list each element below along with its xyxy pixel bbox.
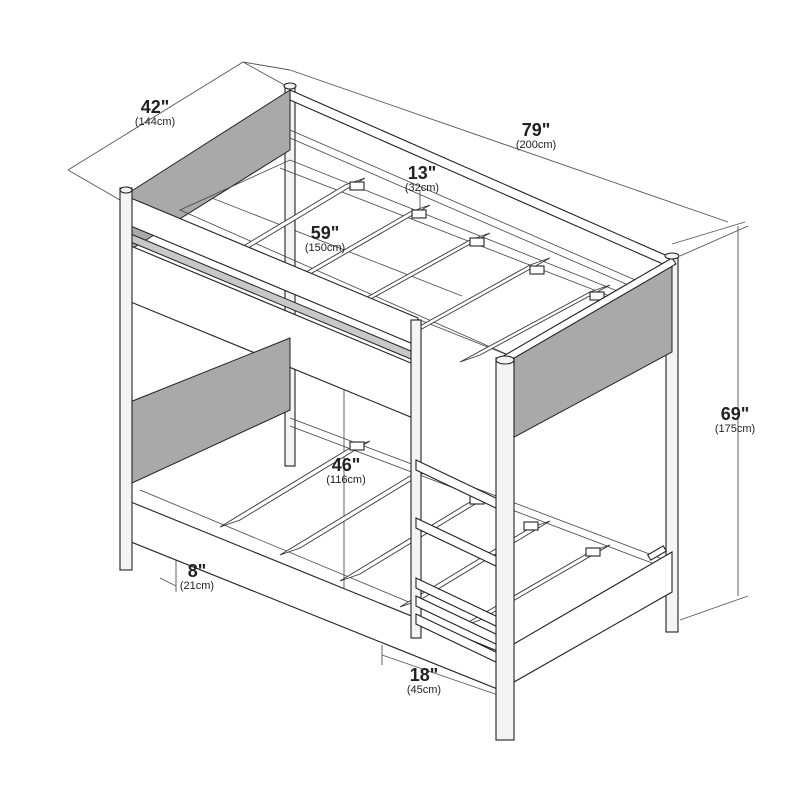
dimension-total-height-metric: (175cm): [714, 423, 756, 435]
top-slats: [179, 159, 641, 369]
dimension-total-height: 69" (175cm): [700, 405, 770, 435]
dimension-depth-metric: (144cm): [134, 116, 176, 128]
dimension-depth: 42" (144cm): [120, 98, 190, 128]
dimension-length-metric: (200cm): [515, 139, 557, 151]
dimension-floor-clearance-metric: (21cm): [179, 580, 215, 592]
dimension-inner-width-imperial: 59": [310, 223, 340, 243]
dimension-inner-width-metric: (150cm): [304, 242, 346, 254]
dimension-guardrail-height-metric: (32cm): [404, 182, 440, 194]
bottom-back-headboard: [129, 337, 291, 485]
dimension-guardrail-height-imperial: 13": [407, 163, 437, 183]
ladder: [410, 319, 501, 665]
dimension-ladder-width-metric: (45cm): [406, 684, 442, 696]
top-front-headboard: [504, 261, 673, 443]
dimension-guardrail-height: 13" (32cm): [394, 164, 450, 194]
bottom-foot-rail: [499, 551, 673, 691]
dimension-depth-imperial: 42": [140, 97, 170, 117]
dimension-total-height-imperial: 69": [720, 404, 750, 424]
dimension-bunk-clearance-metric: (116cm): [326, 474, 366, 486]
dimension-bunk-clearance-imperial: 46": [331, 455, 361, 475]
dimension-bunk-clearance: 46" (116cm): [314, 456, 378, 486]
dimension-lines: [67, 61, 749, 705]
dimension-inner-width: 59" (150cm): [290, 224, 360, 254]
dimension-ladder-width-imperial: 18": [409, 665, 439, 685]
dimension-length: 79" (200cm): [496, 121, 576, 151]
dimension-ladder-width: 18" (45cm): [396, 666, 452, 696]
dimension-length-imperial: 79": [521, 120, 551, 140]
dimension-floor-clearance: 8" (21cm): [172, 562, 222, 592]
front-posts: [119, 82, 680, 741]
dimension-floor-clearance-imperial: 8": [187, 561, 207, 581]
